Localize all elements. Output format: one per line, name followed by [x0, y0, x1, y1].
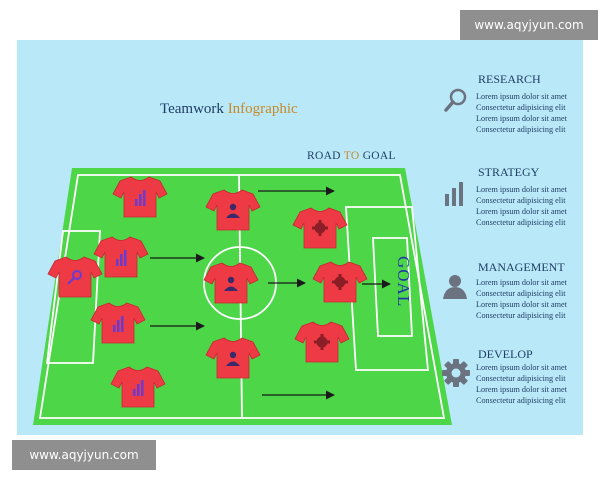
infographic-title: Teamwork Infographic — [160, 101, 298, 118]
player-shirt — [312, 261, 368, 303]
watermark-top: www.aqyjyun.com — [460, 10, 598, 40]
bar-chart-icon — [133, 380, 144, 396]
section-text: Consectetur adipisicing elit — [476, 311, 566, 320]
person-icon — [226, 203, 240, 218]
road-part1: ROAD — [307, 150, 341, 162]
section-title-strategy: STRATEGY — [478, 165, 540, 179]
person-icon — [226, 351, 240, 366]
player-shirt — [93, 236, 149, 278]
person-icon — [224, 276, 238, 291]
road-part2: TO — [343, 150, 360, 162]
player-shirt — [47, 256, 103, 298]
goal-label: GOAL — [394, 256, 413, 307]
bar-chart-icon — [445, 182, 463, 206]
section-text: Lorem ipsum dolor sit amet — [476, 114, 567, 123]
player-shirt — [110, 366, 166, 408]
section-text: Consectetur adipisicing elit — [476, 289, 566, 298]
title-part1: Teamwork — [160, 101, 224, 117]
section-text: Lorem ipsum dolor sit amet — [476, 363, 567, 372]
player-shirt — [292, 207, 348, 249]
player-shirt — [205, 337, 261, 379]
player-shirt — [294, 321, 350, 363]
gear-icon — [314, 334, 330, 350]
section-title-research: RESEARCH — [478, 72, 541, 86]
section-text: Lorem ipsum dolor sit amet — [476, 278, 567, 287]
player-shirt — [203, 262, 259, 304]
section-text: Lorem ipsum dolor sit amet — [476, 300, 567, 309]
player-shirt — [112, 176, 168, 218]
magnifier-icon — [444, 88, 467, 112]
gear-icon — [332, 274, 348, 290]
section-text: Consectetur adipisicing elit — [476, 125, 566, 134]
gear-icon — [442, 359, 470, 387]
road-part3: GOAL — [362, 150, 396, 162]
section-title-management: MANAGEMENT — [478, 260, 565, 274]
watermark-bottom: www.aqyjyun.com — [12, 440, 156, 470]
person-icon — [443, 275, 467, 299]
road-to-goal-label: ROAD TO GOAL — [307, 150, 396, 162]
bar-chart-icon — [135, 190, 146, 206]
section-text: Lorem ipsum dolor sit amet — [476, 385, 567, 394]
section-text: Consectetur adipisicing elit — [476, 374, 566, 383]
title-part2: Infographic — [227, 101, 298, 117]
section-title-develop: DEVELOP — [478, 347, 533, 361]
section-text: Lorem ipsum dolor sit amet — [476, 207, 567, 216]
section-text: Consectetur adipisicing elit — [476, 196, 566, 205]
bar-chart-icon — [113, 316, 124, 332]
section-text: Lorem ipsum dolor sit amet — [476, 185, 567, 194]
player-shirt — [205, 189, 261, 231]
section-text: Consectetur adipisicing elit — [476, 103, 566, 112]
player-shirt — [90, 302, 146, 344]
bar-chart-icon — [116, 250, 127, 266]
section-text: Lorem ipsum dolor sit amet — [476, 92, 567, 101]
section-text: Consectetur adipisicing elit — [476, 396, 566, 405]
section-text: Consectetur adipisicing elit — [476, 218, 566, 227]
magnifier-icon — [67, 270, 82, 285]
pass-arrows — [150, 186, 391, 400]
gear-icon — [312, 220, 328, 236]
